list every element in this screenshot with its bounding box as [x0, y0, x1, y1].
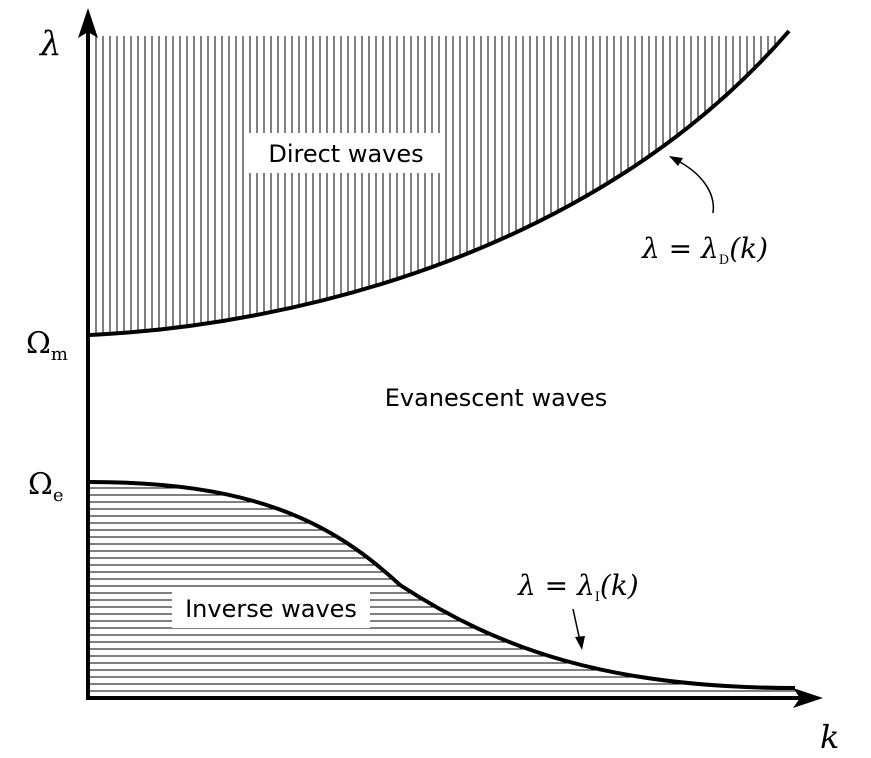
y-axis-label: λ	[38, 24, 62, 64]
omega-e-label: Ωe	[28, 467, 64, 506]
y-axis-arrowhead	[78, 8, 98, 38]
direct-curve-pointer	[675, 159, 715, 214]
inverse-curve-label: λ = λI(k)	[517, 569, 639, 605]
omega-m-label: Ωm	[26, 326, 68, 365]
inverse-waves-label: Inverse waves	[185, 595, 357, 623]
direct-curve-label: λ = λD(k)	[641, 232, 768, 268]
inverse-dispersion-curve	[89, 480, 796, 690]
direct-waves-label: Direct waves	[268, 140, 423, 168]
x-axis-arrowhead	[793, 688, 823, 708]
evanescent-waves-label: Evanescent waves	[385, 384, 608, 412]
direct-dispersion-curve	[89, 29, 791, 337]
direct-waves-hatch	[95, 36, 789, 335]
inverse-curve-pointer-head	[575, 636, 585, 650]
inverse-label-backing	[172, 588, 370, 628]
inverse-curve-pointer	[572, 608, 581, 642]
direct-label-backing	[248, 133, 444, 173]
x-axis-label: k	[820, 718, 839, 756]
direct-curve-pointer-head	[669, 156, 683, 166]
